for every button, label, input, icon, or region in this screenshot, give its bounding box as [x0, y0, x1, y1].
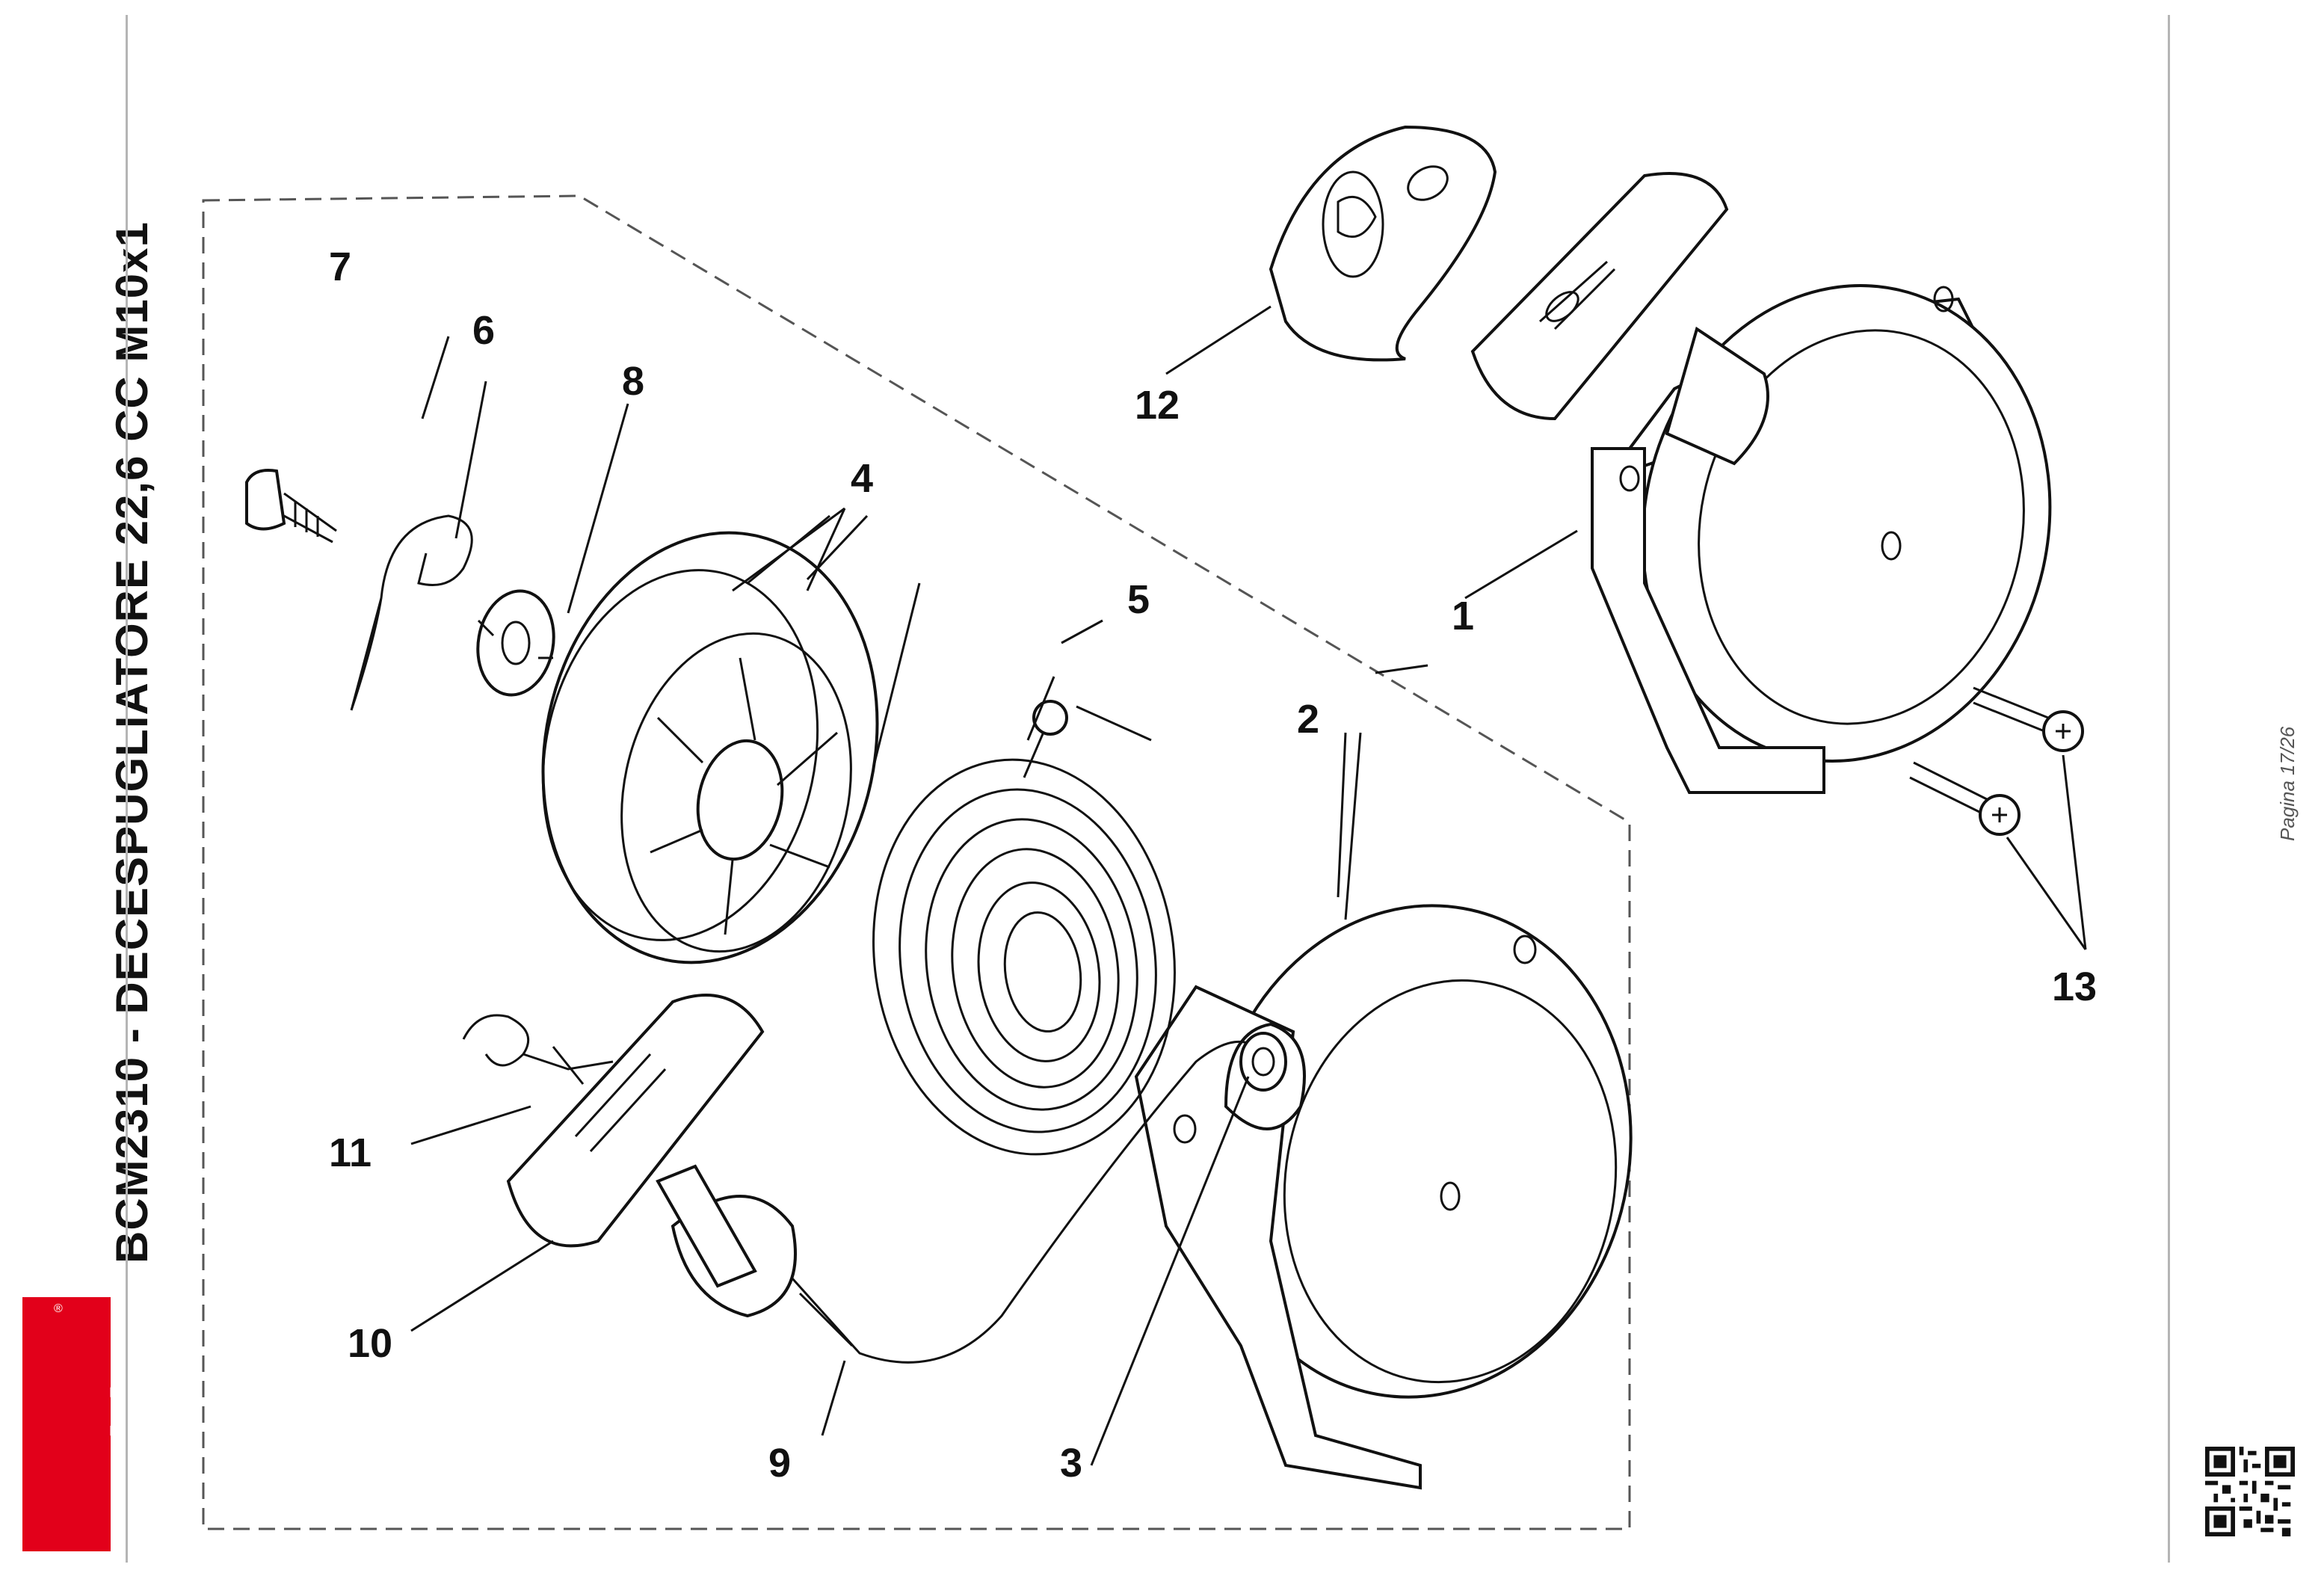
callout-10: 10: [348, 1321, 392, 1366]
part-11-knot: [462, 1014, 614, 1085]
part-12-cover: [1269, 125, 1497, 362]
page-indicator: Pagina 17/26: [2276, 726, 2299, 841]
callout-5: 5: [1127, 577, 1150, 622]
registered-mark-icon: ®: [54, 1302, 63, 1315]
leader-lines: [410, 305, 2087, 1466]
callout-6: 6: [472, 308, 495, 353]
part-4-reel: [541, 531, 879, 964]
callout-11: 11: [329, 1130, 372, 1175]
callout-12: 12: [1135, 383, 1180, 428]
brand-logo: [22, 1297, 111, 1551]
part-10-handle: [506, 994, 797, 1318]
left-sidebar: BCM2310 - DECESPUGLIATORE 22,6 CC M10x1 …: [0, 0, 178, 1579]
right-divider: [2168, 15, 2170, 1563]
part-5-spiral-spring: [872, 700, 1176, 1156]
part-7-screw: [245, 469, 337, 544]
part-6-spring-wire: [350, 514, 473, 711]
callout-4: 4: [851, 456, 873, 501]
part-13-screw-lower: [1909, 761, 2021, 836]
exploded-parts-diagram: 1 2 3 4 5 6 7 8 9 10 11 12 13: [202, 125, 2097, 1530]
callout-9: 9: [768, 1441, 791, 1486]
part-3-rope-guide: [1239, 1032, 1287, 1092]
callout-2: 2: [1297, 697, 1319, 742]
part-2-case: [1134, 904, 1633, 1490]
callout-8: 8: [622, 359, 644, 404]
part-1-starter-assembly: [1470, 172, 2052, 794]
callout-1: 1: [1452, 594, 1474, 638]
qr-code-icon: [2205, 1447, 2295, 1536]
part-9-starter-rope: [791, 1040, 1257, 1364]
callout-7: 7: [329, 244, 351, 289]
callout-13: 13: [2052, 964, 2097, 1009]
left-divider: [126, 15, 128, 1563]
subassembly-dashed-outline: [202, 194, 1631, 1530]
part-13-screw-upper: [1973, 686, 2084, 752]
callout-3: 3: [1060, 1441, 1082, 1486]
part-8-ratchet: [476, 589, 555, 697]
